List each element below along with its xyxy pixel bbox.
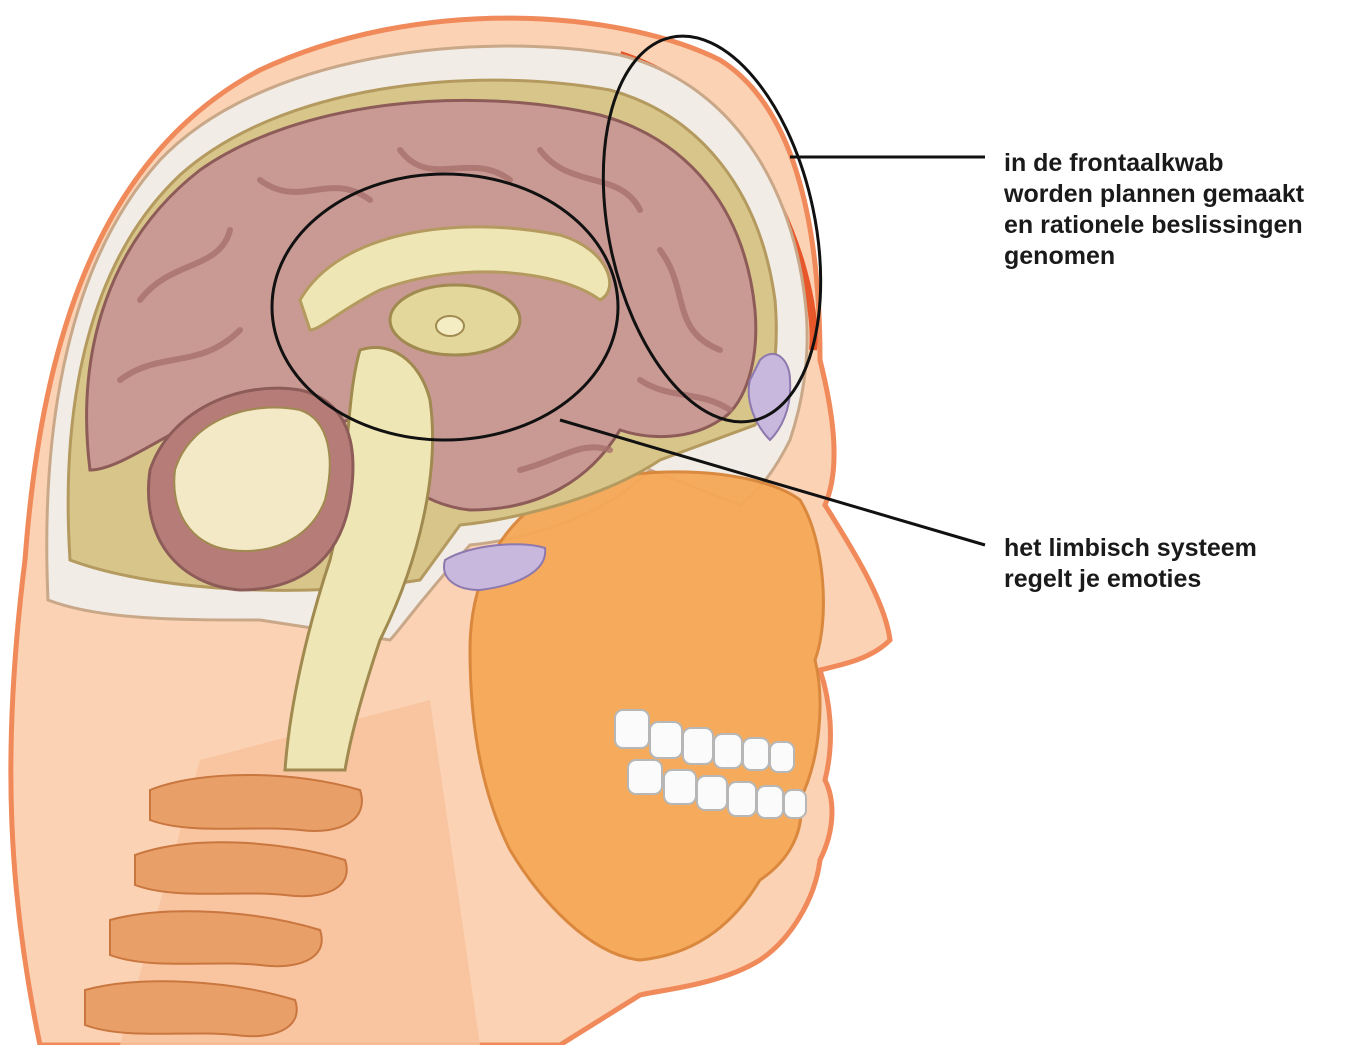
limbic-label-line: het limbisch systeem (1004, 533, 1257, 564)
frontal-lobe-label: in de frontaalkwab worden plannen gemaak… (1004, 148, 1304, 272)
limbic-system-label: het limbisch systeem regelt je emoties (1004, 533, 1257, 595)
thalamus-core (436, 316, 464, 336)
frontal-label-line: in de frontaalkwab (1004, 148, 1304, 179)
frontal-label-line: worden plannen gemaakt (1004, 179, 1304, 210)
frontal-label-line: en rationele beslissingen (1004, 210, 1304, 241)
limbic-label-line: regelt je emoties (1004, 564, 1257, 595)
frontal-label-line: genomen (1004, 241, 1304, 272)
